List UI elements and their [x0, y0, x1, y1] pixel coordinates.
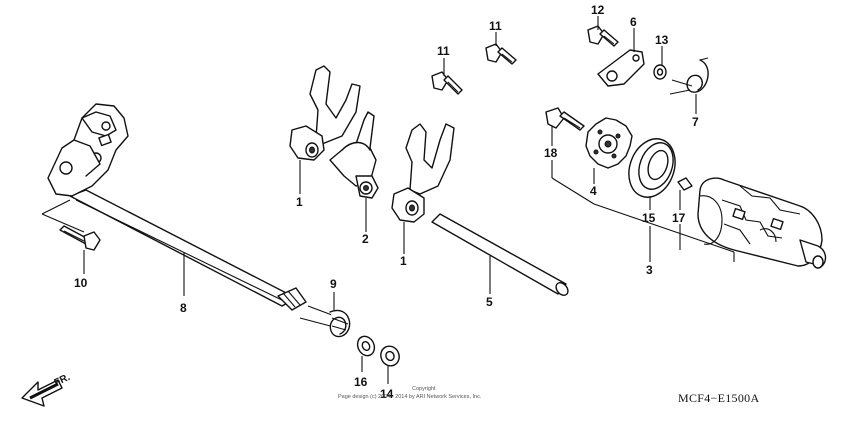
callout-17: 17 — [672, 211, 686, 225]
callout-9: 9 — [330, 277, 337, 291]
leader-lines — [41, 16, 735, 384]
callout-18: 18 — [544, 146, 558, 160]
callout-10: 10 — [74, 276, 88, 290]
copyright: Copyright Page design (c) 2004 - 2014 by… — [338, 386, 482, 400]
bolt-18-icon[interactable] — [545, 107, 585, 131]
washer-14-icon[interactable] — [378, 343, 403, 369]
callout-6: 6 — [630, 15, 637, 29]
shift-fork-1-left[interactable] — [289, 65, 361, 161]
bolt-12-icon[interactable] — [587, 25, 619, 47]
callout-8: 8 — [180, 301, 187, 315]
cam-plate-4[interactable] — [585, 117, 633, 169]
return-spring-9-icon[interactable] — [299, 305, 351, 338]
shift-drum-3[interactable] — [697, 177, 827, 269]
callout-15: 15 — [642, 211, 656, 225]
callout-5: 5 — [486, 295, 493, 309]
copyright-line-2: Page design (c) 2004 - 2014 by ARI Netwo… — [338, 394, 482, 400]
callout-14: 14 — [380, 387, 394, 401]
front-label: FR. — [53, 372, 72, 389]
washer-13-icon[interactable] — [653, 64, 667, 80]
callout-12: 12 — [591, 3, 605, 17]
callout-7: 7 — [692, 115, 699, 129]
callouts: 1 2 1 5 8 10 9 16 14 11 11 12 6 13 7 18 … — [74, 3, 699, 401]
callout-16: 16 — [354, 375, 368, 389]
callout-4: 4 — [590, 184, 597, 198]
shift-fork-1-right[interactable] — [391, 123, 455, 223]
fork-shaft-5[interactable] — [431, 213, 570, 298]
callout-11-left: 11 — [437, 44, 450, 58]
stopper-arm-6[interactable] — [597, 49, 645, 87]
bearing-15[interactable] — [621, 132, 683, 203]
stopper-spring-7-icon[interactable] — [669, 57, 709, 95]
washer-16-icon[interactable] — [355, 334, 378, 359]
callout-11-right: 11 — [489, 19, 502, 33]
callout-13: 13 — [655, 33, 669, 47]
bolt-10-icon[interactable] — [59, 225, 101, 251]
bolt-11-left-icon[interactable] — [431, 71, 463, 95]
front-direction: FR. — [21, 372, 72, 407]
copyright-line-1: Copyright — [412, 386, 436, 392]
callout-1-right: 1 — [400, 254, 407, 268]
callout-1-left: 1 — [296, 195, 303, 209]
callout-2: 2 — [362, 232, 369, 246]
bolt-11-right-icon[interactable] — [485, 43, 517, 65]
shift-shaft-assembly[interactable] — [47, 103, 307, 311]
callout-3: 3 — [646, 263, 653, 277]
diagram-code: MCF4−E1500A — [678, 391, 759, 405]
pin-17-icon[interactable] — [677, 177, 693, 191]
shift-fork-2-center[interactable] — [329, 111, 379, 199]
